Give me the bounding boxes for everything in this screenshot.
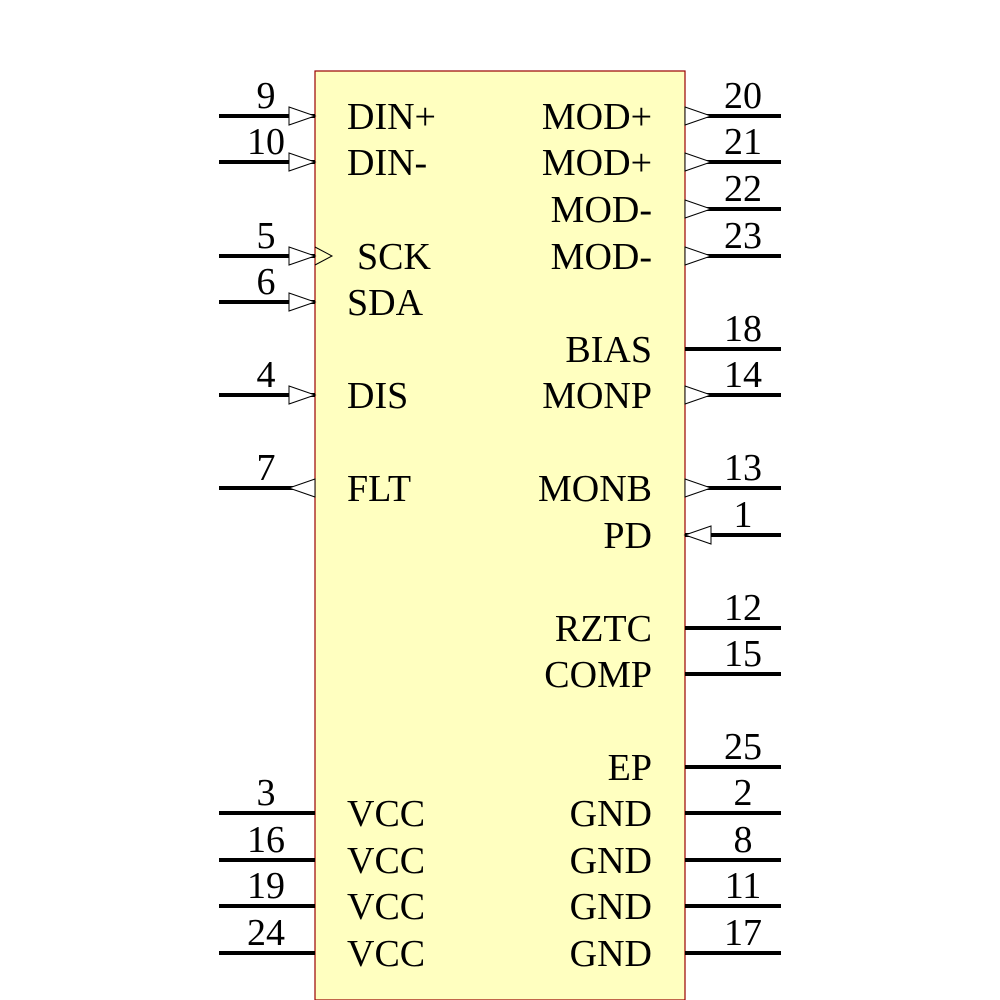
right-pin-group: 20MOD+21MOD+22MOD-23MOD-18BIAS14MONP13MO… [538, 75, 781, 975]
pin-label: RZTC [555, 608, 652, 650]
pin-label: GND [570, 793, 652, 835]
output-arrow-icon [684, 246, 713, 266]
input-arrow-icon [288, 106, 317, 126]
pin-label: GND [570, 886, 652, 928]
output-arrow-icon [684, 106, 713, 126]
ic-body [314, 70, 686, 1000]
pin-label: VCC [347, 840, 425, 882]
pin-number: 16 [247, 819, 285, 861]
output-arrow-icon [684, 385, 713, 405]
pin-number: 4 [257, 354, 276, 396]
pin-label: VCC [347, 933, 425, 975]
pin-1-pd: 1PD [603, 494, 781, 557]
pin-number: 14 [724, 354, 762, 396]
pin-number: 23 [724, 215, 762, 257]
pin-label: BIAS [565, 329, 652, 371]
pin-number: 20 [724, 75, 762, 117]
pin-label: SDA [347, 282, 424, 324]
pin-number: 3 [257, 772, 276, 814]
pin-label: EP [608, 747, 652, 789]
pin-label: MONP [542, 375, 652, 417]
pin-number: 19 [247, 865, 285, 907]
pin-label: MOD- [551, 189, 652, 231]
pin-number: 1 [734, 494, 753, 536]
pin-label: GND [570, 933, 652, 975]
pin-number: 6 [257, 261, 276, 303]
pin-label: MOD+ [542, 142, 652, 184]
input-arrow-icon [288, 152, 317, 172]
pin-number: 18 [724, 308, 762, 350]
pin-number: 13 [724, 447, 762, 489]
pin-number: 7 [257, 447, 276, 489]
clock-marker-icon [314, 246, 334, 266]
pin-label: GND [570, 840, 652, 882]
input-arrow-icon [288, 246, 317, 266]
pin-label: FLT [347, 468, 411, 510]
pin-number: 22 [724, 168, 762, 210]
pin-number: 2 [734, 772, 753, 814]
pin-label: VCC [347, 886, 425, 928]
output-arrow-icon [684, 152, 713, 172]
pin-number: 15 [724, 633, 762, 675]
pin-number: 10 [247, 121, 285, 163]
input-arrow-icon [683, 525, 712, 545]
input-arrow-icon [288, 292, 317, 312]
pin-label: MOD+ [542, 96, 652, 138]
pin-number: 8 [734, 819, 753, 861]
pin-label: PD [603, 515, 652, 557]
pin-label: MOD- [551, 236, 652, 278]
output-arrow-icon [684, 199, 713, 219]
pin-label: SCK [357, 236, 431, 278]
pin-number: 12 [724, 587, 762, 629]
pin-label: COMP [544, 654, 652, 696]
pin-label: DIN+ [347, 96, 436, 138]
pin-number: 24 [247, 912, 285, 954]
pin-label: DIS [347, 375, 408, 417]
pin-number: 17 [724, 912, 762, 954]
pin-label: DIN- [347, 142, 427, 184]
pin-number: 25 [724, 726, 762, 768]
pin-number: 5 [257, 215, 276, 257]
pin-number: 9 [257, 75, 276, 117]
pin-label: VCC [347, 793, 425, 835]
input-arrow-icon [288, 385, 317, 405]
pin-label: MONB [538, 468, 652, 510]
pin-number: 11 [725, 865, 762, 907]
output-arrow-icon [287, 478, 316, 498]
pin-number: 21 [724, 121, 762, 163]
output-arrow-icon [684, 478, 713, 498]
